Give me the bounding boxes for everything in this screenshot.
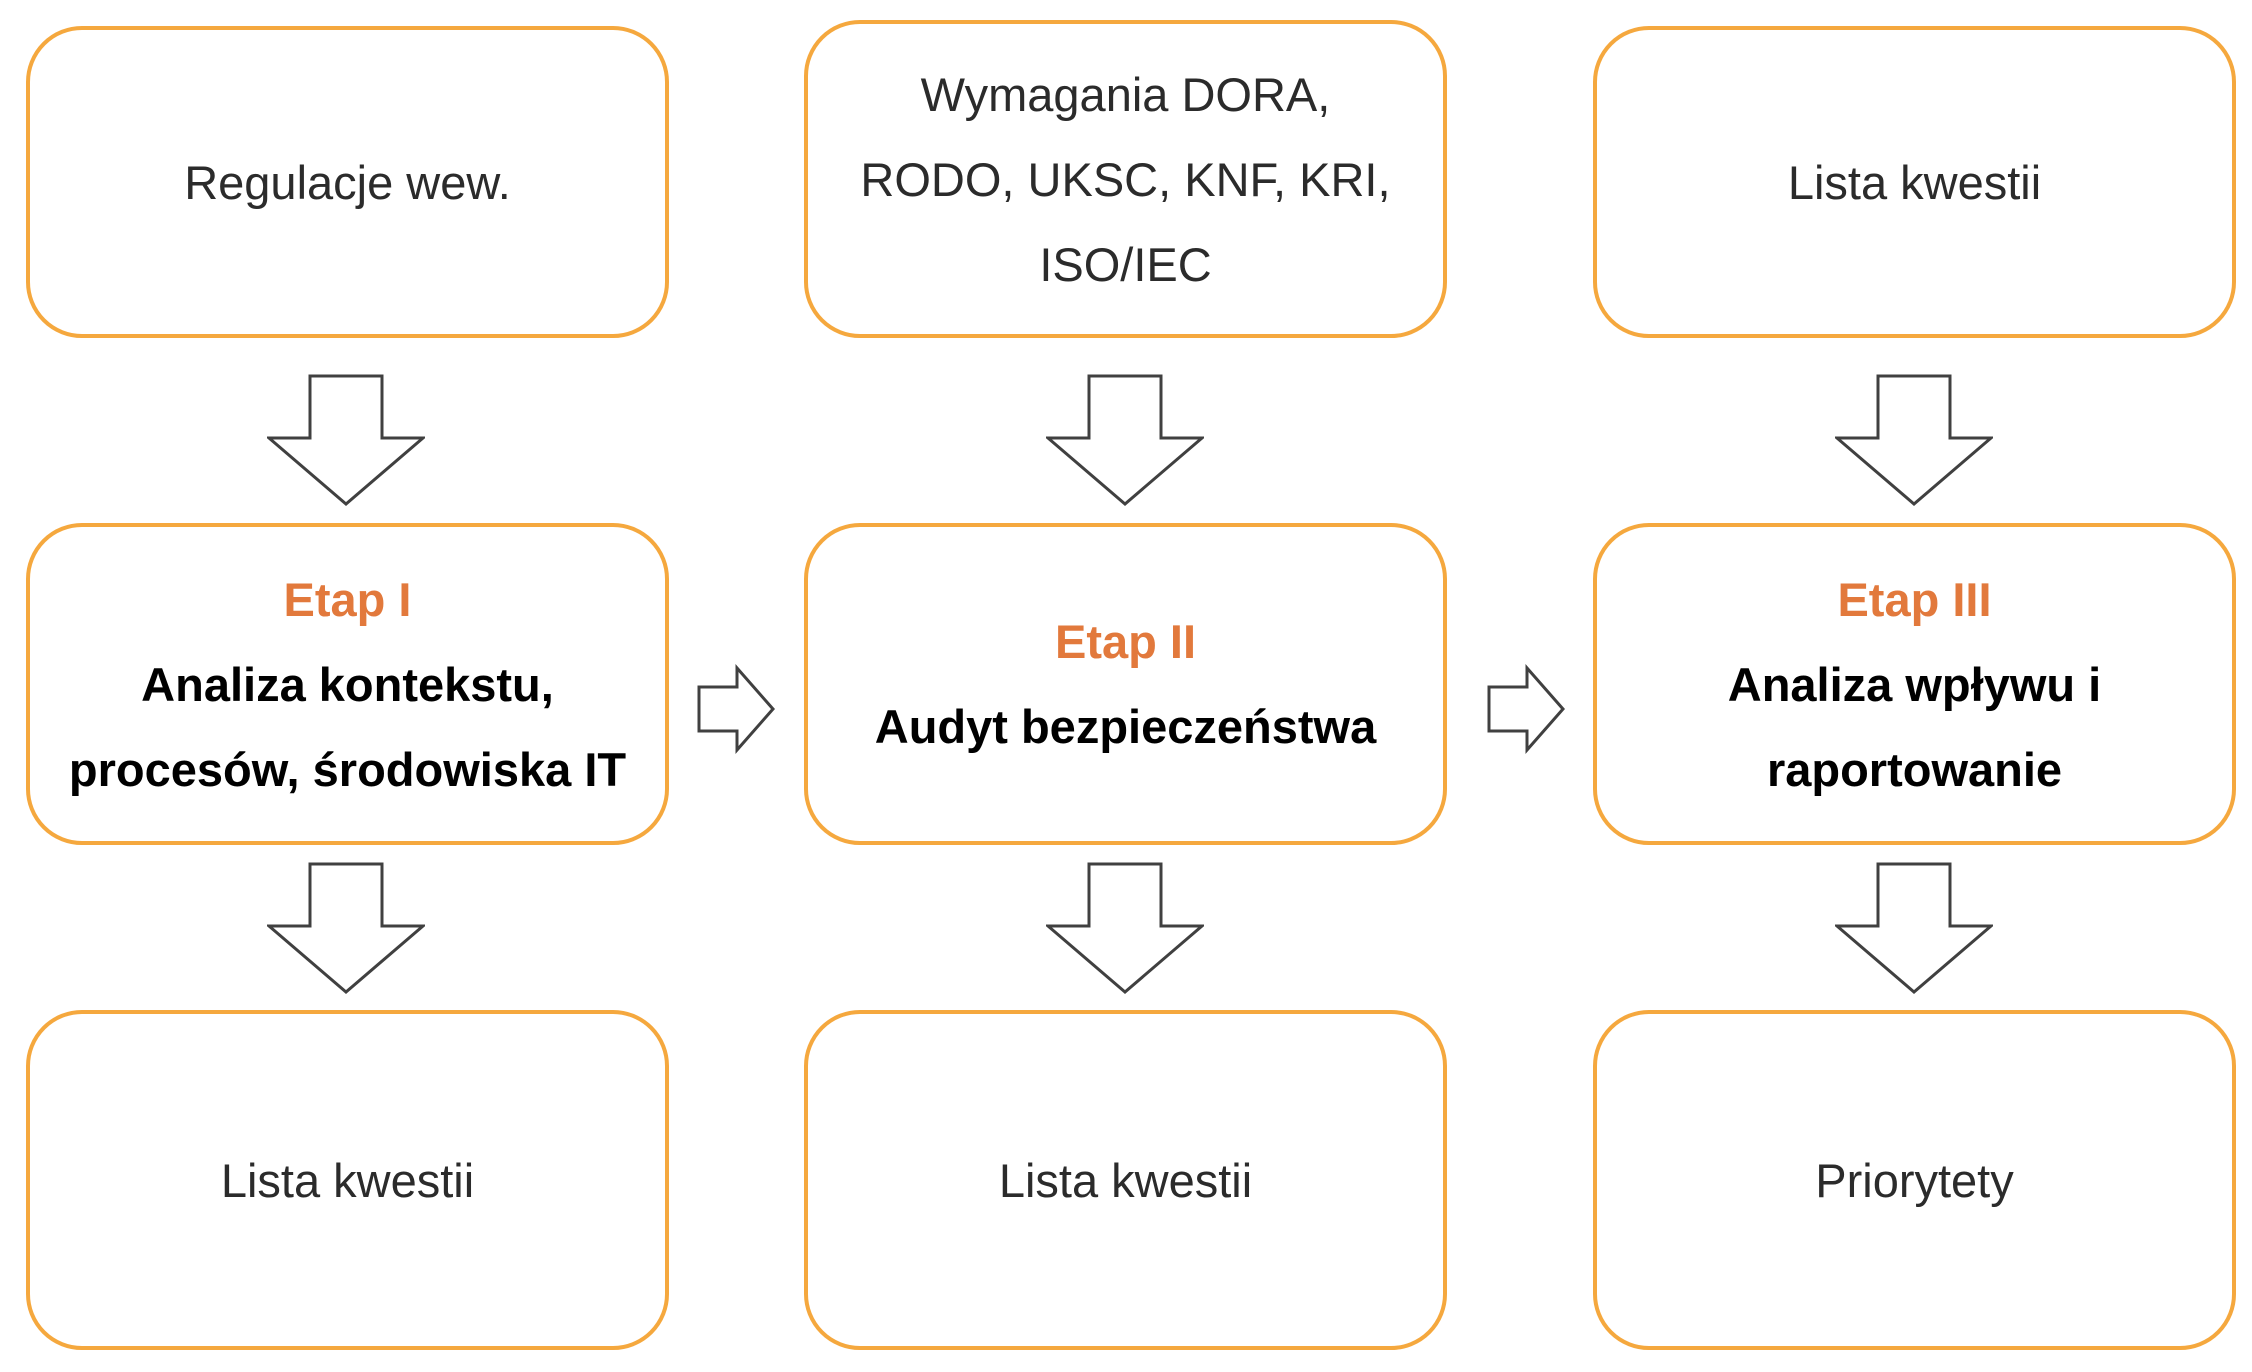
box-etap-2: Etap II Audyt bezpieczeństwa — [804, 523, 1447, 845]
box-text: ISO/IEC — [1039, 237, 1212, 291]
down-arrow-icon — [267, 374, 425, 506]
box-text: Lista kwestii — [1787, 155, 2042, 209]
box-lista-kwestii-1: Lista kwestii — [26, 1010, 669, 1350]
down-arrow-icon — [1046, 862, 1204, 994]
down-arrow-icon — [1835, 862, 1993, 994]
box-lista-kwestii-top: Lista kwestii — [1593, 26, 2236, 338]
stage-text: procesów, środowiska IT — [68, 742, 627, 796]
box-regulacje-wew: Regulacje wew. — [26, 26, 669, 338]
down-arrow-icon — [1835, 374, 1993, 506]
stage-text: Analiza wpływu i — [1727, 657, 2102, 711]
box-etap-1: Etap I Analiza kontekstu, procesów, środ… — [26, 523, 669, 845]
box-priorytety: Priorytety — [1593, 1010, 2236, 1350]
box-text: Lista kwestii — [998, 1153, 1253, 1207]
right-arrow-icon — [1487, 664, 1565, 754]
box-text: Regulacje wew. — [184, 155, 511, 209]
box-lista-kwestii-2: Lista kwestii — [804, 1010, 1447, 1350]
box-wymagania-regulacyjne: Wymagania DORA, RODO, UKSC, KNF, KRI, IS… — [804, 20, 1447, 338]
right-arrow-icon — [697, 664, 775, 754]
stage-title: Etap III — [1837, 572, 1992, 626]
stage-title: Etap I — [283, 572, 412, 626]
box-text: Lista kwestii — [220, 1153, 475, 1207]
box-etap-3: Etap III Analiza wpływu i raportowanie — [1593, 523, 2236, 845]
box-text: Wymagania DORA, — [920, 67, 1331, 121]
stage-title: Etap II — [1054, 615, 1197, 668]
down-arrow-icon — [267, 862, 425, 994]
box-text: RODO, UKSC, KNF, KRI, — [860, 152, 1391, 206]
stage-text: Analiza kontekstu, — [141, 657, 554, 711]
stage-text: Audyt bezpieczeństwa — [874, 700, 1377, 753]
down-arrow-icon — [1046, 374, 1204, 506]
stage-text: raportowanie — [1766, 742, 2063, 796]
box-text: Priorytety — [1815, 1153, 2014, 1207]
